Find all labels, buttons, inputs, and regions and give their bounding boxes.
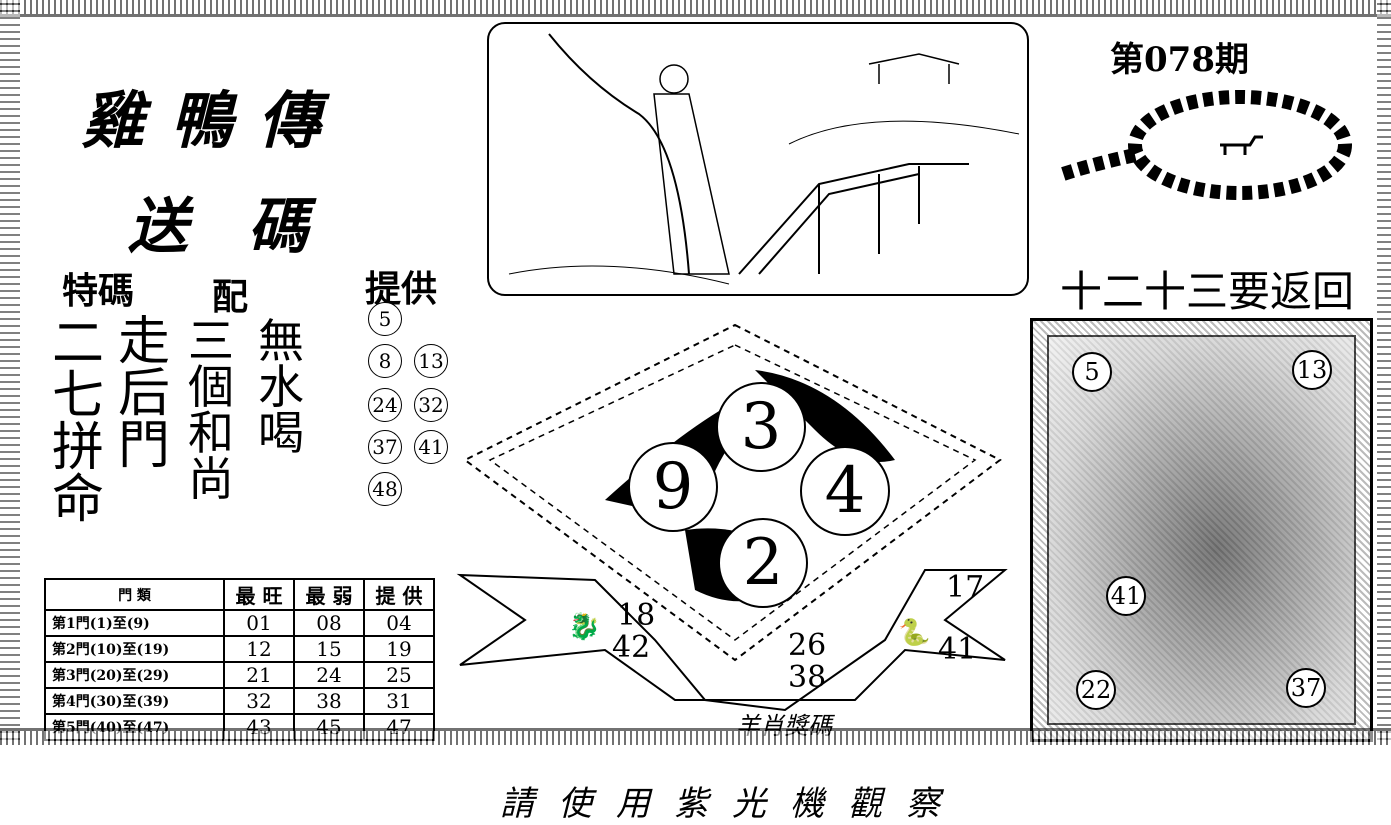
snake-icon: 🐍 (898, 618, 931, 648)
poem-char: 無 (258, 314, 304, 368)
tiger-num-5: 37 (1286, 668, 1326, 708)
poem-col-4: 無水喝 (258, 318, 304, 456)
poem-char: 水 (258, 360, 304, 414)
poem-char: 命 (52, 470, 105, 530)
poem-col-1: 二七拼命 (52, 318, 104, 526)
period-label: 第078期 (1110, 40, 1249, 80)
table-cell: 24 (293, 661, 365, 689)
poem-char: 個 (188, 360, 234, 414)
poem-char: 三 (188, 314, 234, 368)
table-cell: 第1門(1)至(9) (44, 609, 225, 637)
table-cell: 第4門(30)至(39) (44, 687, 225, 715)
tiger-num-3: 41 (1106, 576, 1146, 616)
poem-char: 七 (52, 366, 105, 426)
label-tema: 特碼 (62, 270, 135, 312)
poem-char: 拼 (52, 418, 105, 478)
rule-text: 十二十三要返回 (1060, 267, 1355, 316)
table-cell: 19 (363, 635, 435, 663)
poem-char: 尚 (188, 452, 234, 506)
provided-number: 24 (368, 388, 402, 422)
tiger-image (1047, 335, 1356, 725)
poem-char: 和 (188, 406, 234, 460)
right-num-2: 41 (938, 632, 977, 667)
bead-ring-goat (1057, 90, 1352, 200)
right-border (1377, 0, 1391, 740)
poem-col-2: 走后門 (118, 316, 170, 472)
tiger-num-4: 22 (1076, 670, 1116, 710)
mid-num-1: 26 (788, 628, 827, 663)
provided-number: 37 (368, 430, 402, 464)
table-cell: 08 (293, 609, 365, 637)
left-num-2: 42 (612, 630, 651, 665)
table-cell: 第2門(10)至(19) (44, 635, 225, 663)
poem-char: 門 (118, 416, 171, 476)
table-cell: 25 (363, 661, 435, 689)
table-cell: 01 (223, 609, 295, 637)
poem-char: 喝 (258, 406, 304, 460)
big-number-top: 3 (716, 382, 806, 472)
dragon-icon: 🐉 (568, 612, 601, 642)
table-cell: 04 (363, 609, 435, 637)
table-header: 門 類 (44, 578, 225, 611)
big-number-bottom: 2 (718, 518, 808, 608)
label-pei: 配 (212, 276, 249, 318)
center-diamond (456, 323, 1008, 712)
poem-char: 走 (118, 312, 171, 372)
provided-number: 32 (414, 388, 448, 422)
bottom-border (0, 728, 1391, 745)
provided-number: 8 (368, 344, 402, 378)
table-cell: 第3門(20)至(29) (44, 661, 225, 689)
table-header: 提 供 (363, 578, 435, 611)
top-border (0, 0, 1391, 17)
title-line1: 雞鴨傳 (82, 84, 347, 157)
provided-number: 5 (368, 302, 402, 336)
left-border (0, 0, 20, 740)
table-cell: 32 (223, 687, 295, 715)
table-cell: 38 (293, 687, 365, 715)
table-header: 最 弱 (293, 578, 365, 611)
table-header: 最 旺 (223, 578, 295, 611)
table-cell: 31 (363, 687, 435, 715)
footer-text: 請使用紫光機觀察 (500, 784, 964, 824)
title-line2: 送碼 (128, 192, 368, 262)
table-cell: 12 (223, 635, 295, 663)
lady-bridge-drawing (508, 33, 1020, 285)
big-number-left: 9 (628, 442, 718, 532)
mid-num-2: 38 (788, 660, 827, 695)
right-num-1: 17 (946, 570, 985, 605)
provided-number: 41 (414, 430, 448, 464)
provided-number: 13 (414, 344, 448, 378)
table-cell: 15 (293, 635, 365, 663)
big-number-right: 4 (800, 446, 890, 536)
tiger-num-2: 13 (1292, 350, 1332, 390)
table-cell: 21 (223, 661, 295, 689)
tiger-num-1: 5 (1072, 352, 1112, 392)
scene-illustration (487, 22, 1029, 296)
poem-char: 后 (118, 364, 171, 424)
left-num-1: 18 (617, 598, 656, 633)
provided-number: 48 (368, 472, 402, 506)
poem-col-3: 三個和尚 (188, 318, 234, 502)
poem-char: 二 (52, 314, 105, 374)
